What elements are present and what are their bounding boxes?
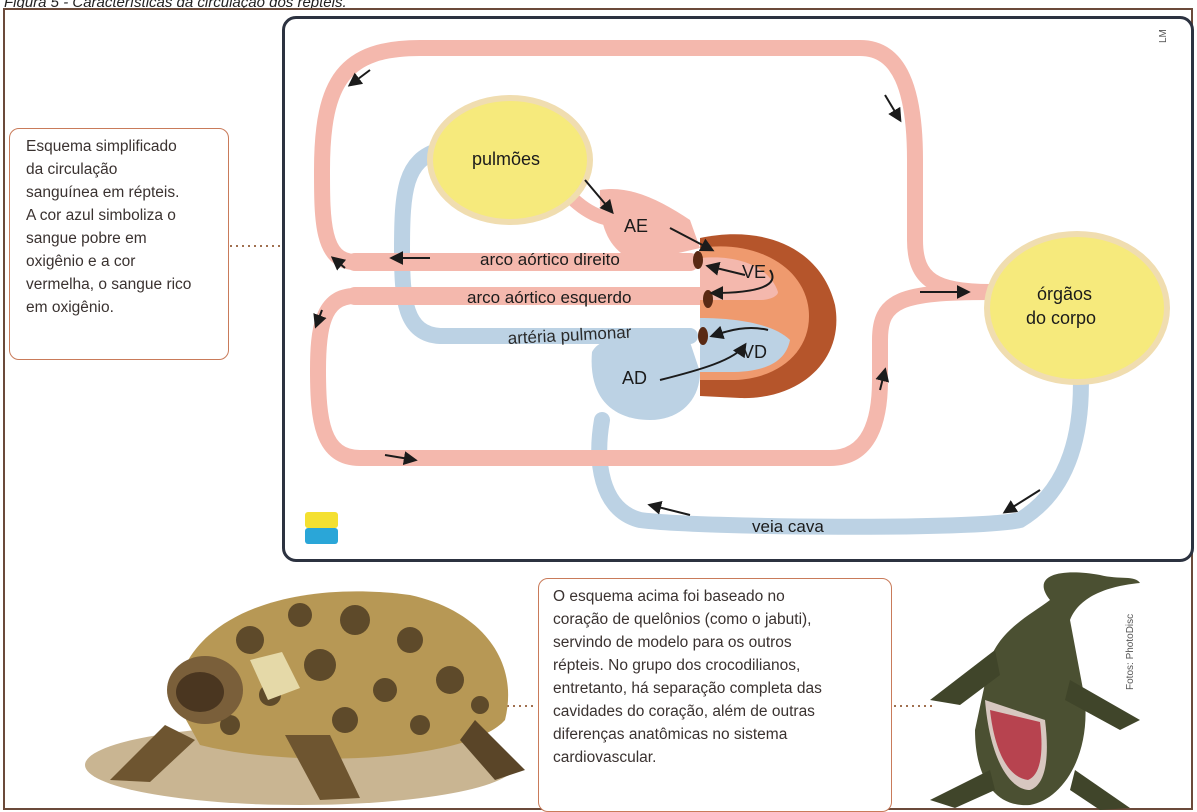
bottom-note-line: cardiovascular. [553,746,879,769]
arrow-vena-cava [650,505,690,515]
bottom-note-line: O esquema acima foi baseado no [553,585,879,608]
label-vena-cava: veia cava [752,517,824,536]
label-ae: AE [624,216,648,236]
label-organs-2: do corpo [1026,308,1096,328]
side-note-line: A cor azul simboliza o [26,204,218,227]
pulmonary-valve [698,327,708,345]
bottom-note-line: servindo de modelo para os outros [553,631,879,654]
bottom-note-line: diferenças anatômicas no sistema [553,723,879,746]
bottom-note-line: cavidades do coração, além de outras [553,700,879,723]
turtle-illustration [85,591,525,805]
side-note-line: em oxigênio. [26,296,218,319]
side-note-line: oxigênio e a cor [26,250,218,273]
side-note: Esquema simplificado da circulação sangu… [9,128,229,360]
label-right-arch: arco aórtico direito [480,250,620,269]
bottom-note-line: coração de quelônios (como o jabuti), [553,608,879,631]
side-note-line: da circulação [26,158,218,181]
label-organs-1: órgãos [1037,284,1092,304]
color-legend-swatch [305,512,338,544]
bottom-note-line: entretanto, há separação completa das [553,677,879,700]
side-note-line: sangue pobre em [26,227,218,250]
bottom-note-line: répteis. No grupo dos crocodilianos, [553,654,879,677]
side-note-line: vermelha, o sangue rico [26,273,218,296]
left-arch-valve [703,290,713,308]
side-note-line: Esquema simplificado [26,135,218,158]
side-note-line: sanguínea em répteis. [26,181,218,204]
bottom-note: O esquema acima foi baseado no coração d… [538,578,892,812]
right-arch-valve [693,251,703,269]
arrow-top-right [885,95,900,120]
label-left-arch: arco aórtico esquerdo [467,288,631,307]
label-vd: VD [742,342,767,362]
label-ve: VE [742,262,766,282]
illustration-credit: LM [1158,29,1169,43]
label-lungs: pulmões [472,149,540,169]
label-ad: AD [622,368,647,388]
crocodile-illustration [930,572,1140,810]
photo-credit: Fotos: PhotoDisc [1125,614,1136,690]
